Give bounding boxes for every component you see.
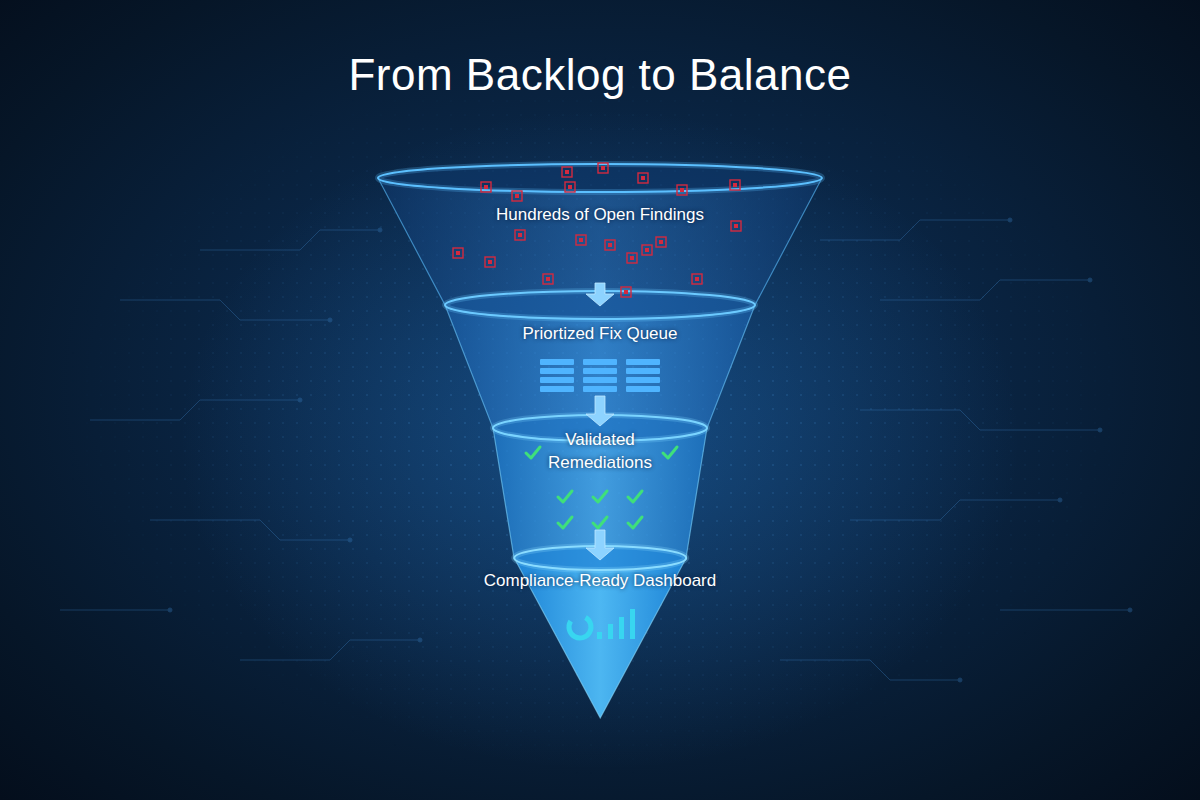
circuit-trace: [850, 500, 1060, 520]
queue-bar: [583, 368, 617, 374]
check-mark: [558, 491, 572, 502]
circuit-trace: [150, 520, 350, 540]
circuit-trace: [90, 400, 300, 420]
rim-glow: [378, 164, 822, 192]
queue-bar: [540, 359, 574, 365]
check-mark: [558, 517, 572, 528]
rim-glow: [514, 546, 686, 570]
funnel-body: [378, 178, 822, 319]
finding-icon: [481, 182, 491, 192]
queue-bar: [583, 377, 617, 383]
rim-glow: [445, 291, 755, 319]
circuit-trace: [780, 660, 960, 680]
finding-icon: [677, 185, 687, 195]
queue-bar: [540, 368, 574, 374]
funnel-rim: [445, 291, 755, 319]
finding-icon: [515, 230, 525, 240]
finding-icon: [565, 182, 575, 192]
funnel-body: [493, 428, 707, 570]
circuit-trace: [200, 230, 380, 250]
circuit-node: [378, 228, 382, 232]
queue-bar: [583, 386, 617, 392]
bar: [630, 609, 635, 639]
flow-arrow: [586, 530, 614, 560]
finding-icon: [576, 235, 586, 245]
queue-bar: [626, 377, 660, 383]
check-mark: [628, 517, 642, 528]
queue-list-icons: [540, 359, 660, 392]
circuit-node: [328, 318, 332, 322]
finding-icon: [562, 167, 572, 177]
circuit-trace: [1000, 610, 1130, 611]
finding-icon: [730, 180, 740, 190]
circuit-node: [1058, 498, 1062, 502]
center-glow: [180, 110, 1020, 770]
finding-icon: [621, 287, 631, 297]
title-holder: From Backlog to Balance: [0, 0, 1200, 103]
stage-label: Priortized Fix Queue: [480, 322, 720, 345]
circuit-trace: [240, 640, 420, 660]
circuit-node: [298, 398, 302, 402]
queue-bar: [540, 386, 574, 392]
stage-label: Hundreds of Open Findings: [450, 203, 750, 226]
queue-bar: [626, 368, 660, 374]
circuit-node: [1088, 278, 1092, 282]
queue-bar: [626, 359, 660, 365]
queue-bar: [626, 386, 660, 392]
circuit-node: [348, 538, 352, 542]
circuit-node: [1128, 608, 1132, 612]
donut-chart: [565, 612, 595, 642]
circuit-trace: [120, 300, 330, 320]
finding-icon: [485, 257, 495, 267]
check-mark: [593, 517, 607, 528]
finding-icon: [543, 274, 553, 284]
bar: [608, 624, 613, 639]
funnel-stage: Compliance-Ready Dashboard: [472, 546, 728, 718]
finding-icon: [638, 173, 648, 183]
circuit-node: [1098, 428, 1102, 432]
finding-icon: [512, 191, 522, 201]
check-icons: [526, 447, 677, 528]
check-mark: [663, 447, 677, 458]
bar: [597, 632, 602, 639]
circuit-trace: [880, 280, 1090, 300]
finding-icon: [598, 163, 608, 173]
circuit-node: [418, 638, 422, 642]
circuit-node: [168, 608, 172, 612]
circuit-node: [958, 678, 962, 682]
circuit-trace: [820, 220, 1010, 240]
flow-arrow: [586, 283, 614, 306]
finding-icons: [453, 163, 741, 297]
check-mark: [593, 491, 607, 502]
circuit-trace: [60, 610, 170, 611]
finding-icon: [627, 253, 637, 263]
diagram-title: From Backlog to Balance: [0, 0, 1200, 103]
finding-icon: [605, 240, 615, 250]
stage-label: Validated Remediations: [525, 428, 675, 474]
finding-icon: [692, 274, 702, 284]
finding-icon: [453, 248, 463, 258]
check-mark: [628, 491, 642, 502]
circuit-node: [1008, 218, 1012, 222]
funnel-body: [445, 305, 755, 441]
bar: [619, 617, 624, 639]
queue-bar: [540, 377, 574, 383]
funnel-rim: [378, 164, 822, 192]
queue-bar: [583, 359, 617, 365]
dashboard-icon: [565, 609, 635, 642]
funnel-rim: [514, 546, 686, 570]
check-mark: [526, 447, 540, 458]
finding-icon: [731, 221, 741, 231]
circuit-trace: [860, 410, 1100, 430]
flow-arrow: [586, 396, 614, 426]
finding-icon: [656, 237, 666, 247]
stage-label: Compliance-Ready Dashboard: [472, 569, 728, 592]
finding-icon: [642, 245, 652, 255]
